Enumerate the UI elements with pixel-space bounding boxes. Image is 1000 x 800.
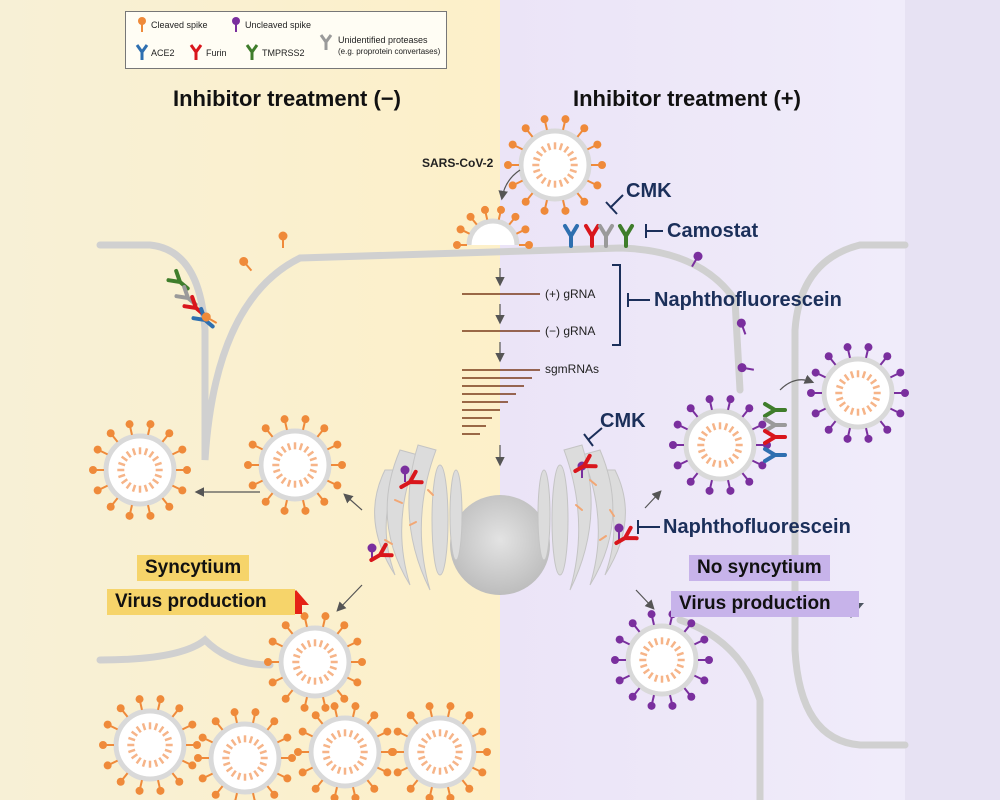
free-cleaved-spike-2 [239,256,253,272]
surface-receptors-right [763,402,787,463]
virion-bottom-3 [294,702,396,800]
ace2-icon [135,44,149,60]
legend-glyphs [135,17,333,60]
syncytium-badge: Syncytium [137,555,250,581]
legend-tmprss2: TMPRSS2 [262,48,305,58]
virion-left-vesicle [244,415,346,515]
golgi-furin-right-1 [573,453,598,473]
protease-receptor-icon [598,224,614,248]
legend-unidentified-proteases: Unidentified proteases [338,35,428,45]
virion-right-uncleaved [669,395,771,495]
virion-left-bud [264,612,366,712]
furin-icon [189,44,203,60]
right-neighbor-cell-membrane [791,241,909,749]
ace2-right-icon [763,447,787,463]
naphtho-bottom-bar [637,520,660,534]
virion-group [89,115,909,800]
naphtho-bottom-label: Naphthofluorescein [663,516,851,538]
virion-right-bottom [611,610,713,710]
virus-production-up-badge: Virus production [107,589,295,615]
inhibitor-bars [583,194,663,534]
tmprss2-right-icon [763,402,787,418]
cmk-golgi-label: CMK [600,410,646,432]
left-panel-title: Inhibitor treatment (−) [173,86,401,111]
right-panel-title: Inhibitor treatment (+) [573,86,801,111]
golgi-furin-left-1 [399,469,424,489]
golgi-fragments [384,479,615,545]
golgi-furin-right-2 [614,525,639,545]
free-uncleaved-spike-1 [691,251,703,268]
camostat-bar [645,224,663,238]
no-syncytium-badge: No syncytium [689,555,830,581]
sgmrnas-label: sgmRNAs [545,362,600,376]
virion-budding-entry [453,205,533,249]
free-uncleaved-spike-2 [736,318,747,335]
virion-sars-cov-2 [504,115,606,215]
golgi-spike-right-2 [614,523,624,540]
virion-bottom-2 [194,708,296,800]
ace2-receptor-icon [563,224,579,248]
process-arrows [194,169,815,612]
legend: Cleaved spike Uncleaved spike ACE2 Furin… [125,11,447,69]
free-uncleaved-spike-3 [737,363,755,373]
golgi-right [537,444,626,591]
protease-icon [319,34,333,50]
virion-bottom-4 [389,702,491,800]
naphtho-top-label: Naphthofluorescein [654,289,842,311]
virion-bottom-1 [99,695,201,795]
golgi-furin-left-2 [369,542,394,562]
uncleaved-spike-icon [232,17,240,32]
legend-furin: Furin [206,48,227,58]
rna-lines [462,293,540,435]
free-cleaved-spike-1 [278,231,288,248]
furin-receptor-icon [584,224,600,248]
grna-bracket [612,264,621,346]
legend-ace2: ACE2 [151,48,175,58]
protease-right-icon [763,417,787,433]
free-spikes [201,231,755,562]
cleaved-spike-icon [138,17,146,32]
legend-cleaved-spike: Cleaved spike [151,20,208,30]
cell-membranes [96,241,909,800]
nucleus [450,495,550,595]
cmk-golgi-bar [583,427,603,447]
free-cleaved-spike-3 [201,312,218,324]
furin-right-icon [763,429,787,445]
up-arrow-icon [283,590,309,614]
lower-left-membrane [96,635,274,669]
cmk-top-bar [605,194,624,215]
virion-right-released [807,343,909,443]
golgi-left [374,444,463,591]
virion-left-released [89,420,191,520]
plus-grna-label: (+) gRNA [545,287,596,301]
legend-unidentified-example: (e.g. proprotein convertases) [338,47,441,56]
minus-grna-label: (−) gRNA [545,324,596,338]
infected-cell-membrane [96,241,744,461]
right-margin-background [905,0,1000,800]
virus-production-down-badge: Virus production [671,591,859,617]
tmprss2-icon [245,44,259,60]
cmk-top-label: CMK [626,180,672,202]
virus-label: SARS-CoV-2 [422,156,494,170]
sgmrna-lines [462,369,540,435]
tmprss2-receptor-icon [618,224,634,248]
camostat-label: Camostat [667,220,759,242]
naphtho-top-bar [627,293,650,307]
golgi-spike-left-1 [400,465,410,482]
surface-receptors-top [563,224,634,248]
legend-uncleaved-spike: Uncleaved spike [245,20,312,30]
